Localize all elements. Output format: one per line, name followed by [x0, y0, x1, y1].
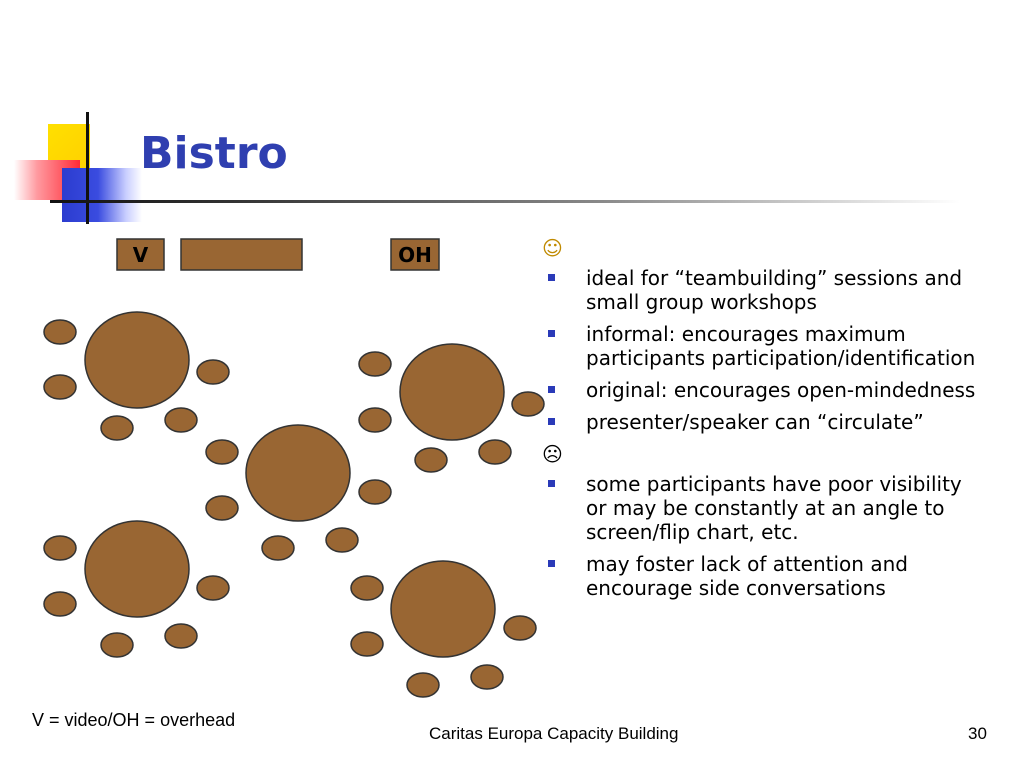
chair [43, 535, 77, 561]
frowning-face-icon: ☹ [542, 442, 563, 466]
title-underline [50, 200, 960, 203]
video-table [116, 238, 165, 271]
chair [511, 391, 545, 417]
bullet-item: original: encourages open-mindedness [542, 378, 982, 402]
footer-text: Caritas Europa Capacity Building [429, 724, 679, 743]
chair [406, 672, 440, 698]
cons-list: some participants have poor visibility o… [542, 472, 982, 600]
chair [503, 615, 537, 641]
chair [358, 479, 392, 505]
chair [164, 407, 198, 433]
slide-title: Bistro [140, 128, 288, 179]
chair [478, 439, 512, 465]
title-decoration-blue-square [62, 168, 142, 222]
chair [196, 359, 230, 385]
page-number: 30 [968, 724, 987, 743]
bullet-item: informal: encourages maximum participant… [542, 322, 982, 370]
bullet-item: ideal for “teambuilding” sessions and sm… [542, 266, 982, 314]
pros-list: ideal for “teambuilding” sessions and sm… [542, 266, 982, 434]
overhead-label: OH [398, 243, 432, 267]
chair [350, 575, 384, 601]
pros-cons-list: ☺ ideal for “teambuilding” sessions and … [542, 232, 982, 608]
chair [414, 447, 448, 473]
video-label: V [133, 243, 149, 267]
overhead-table [390, 238, 440, 271]
bullet-item: some participants have poor visibility o… [542, 472, 982, 544]
bullet-item: may foster lack of attention and encoura… [542, 552, 982, 600]
title-decoration-vertical-line [86, 112, 89, 224]
bullet-item: presenter/speaker can “circulate” [542, 410, 982, 434]
chair [358, 351, 392, 377]
chair [43, 319, 77, 345]
chair [205, 495, 239, 521]
round-table [245, 424, 351, 522]
chair [325, 527, 359, 553]
chair [100, 415, 134, 441]
round-table [84, 311, 190, 409]
round-table [84, 520, 190, 618]
chair [205, 439, 239, 465]
round-table [390, 560, 496, 658]
chair [358, 407, 392, 433]
chair [164, 623, 198, 649]
chair [261, 535, 295, 561]
chair [43, 591, 77, 617]
chair [196, 575, 230, 601]
chair [100, 632, 134, 658]
chair [470, 664, 504, 690]
legend-caption: V = video/OH = overhead [32, 710, 236, 730]
round-table [399, 343, 505, 441]
chair [43, 374, 77, 400]
presenter-table [180, 238, 303, 271]
chair [350, 631, 384, 657]
smiley-face-icon: ☺ [542, 236, 563, 260]
